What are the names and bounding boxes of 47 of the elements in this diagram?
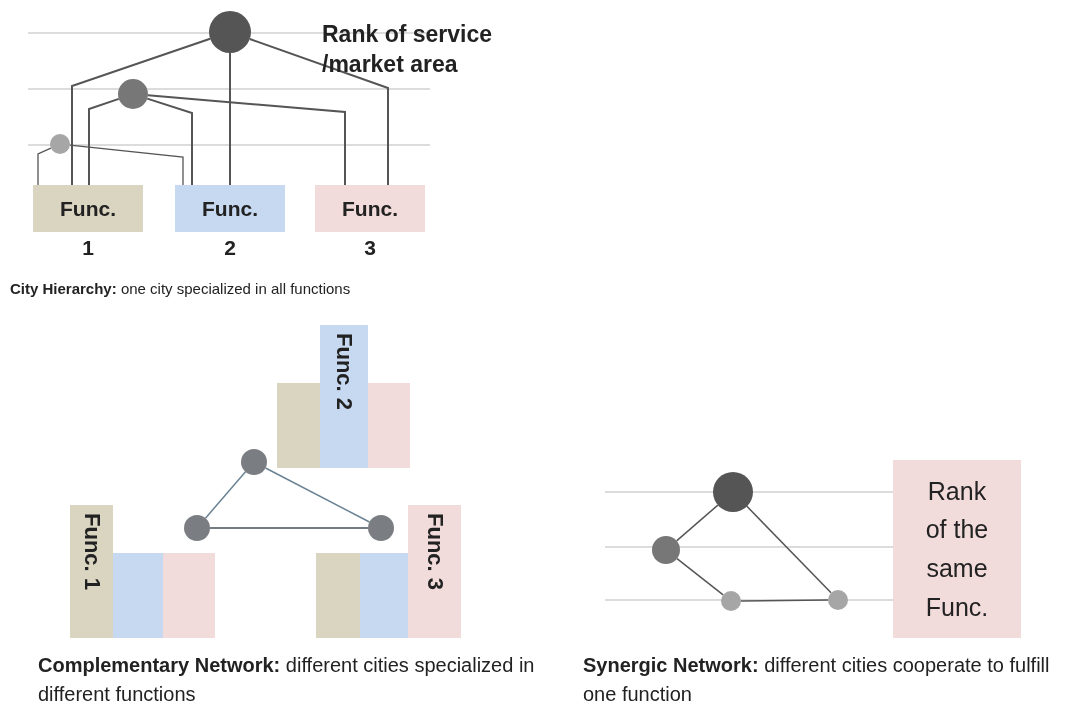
function-box: Func. — [175, 185, 285, 232]
city-circle — [241, 449, 267, 475]
rank-box: Rank of the same Func. — [893, 460, 1021, 638]
city-circle — [713, 472, 753, 512]
connector-line — [88, 97, 120, 186]
city-circle — [50, 134, 70, 154]
connector-line — [229, 52, 231, 186]
city-circle — [368, 515, 394, 541]
city-circle — [184, 515, 210, 541]
connector-line — [37, 147, 52, 186]
city-circle — [652, 536, 680, 564]
bar-label: Func. 3 — [421, 513, 448, 590]
connector-line — [71, 37, 212, 186]
bar-label: Func. 2 — [331, 333, 357, 410]
bar — [408, 505, 461, 638]
bar — [277, 383, 320, 468]
city-circle — [118, 79, 148, 109]
bar — [316, 553, 360, 638]
connector-line — [746, 505, 832, 594]
bar — [70, 505, 113, 638]
city-circle — [721, 591, 741, 611]
connector-line — [209, 527, 369, 529]
function-box: Func. — [315, 185, 425, 232]
function-number: 1 — [81, 236, 95, 260]
bar — [368, 383, 410, 468]
bar — [113, 553, 163, 638]
bar — [320, 325, 368, 468]
connector-line — [740, 599, 829, 602]
caption: Synergic Network: different cities cooperate to fulfill one function — [583, 653, 1051, 707]
connector-line — [146, 94, 346, 186]
city-circle — [209, 11, 251, 53]
connector-line — [248, 38, 389, 186]
caption: City Hierarchy: one city specialized in all functions — [10, 280, 352, 297]
connector-line — [146, 97, 193, 186]
city-circle — [828, 590, 848, 610]
connector-line — [204, 471, 247, 519]
connector-line — [264, 467, 371, 523]
function-number: 3 — [363, 236, 377, 260]
bar — [360, 553, 408, 638]
function-box: Func. — [33, 185, 143, 232]
bar — [163, 553, 215, 638]
axis-title: Rank of service /market area — [322, 20, 494, 79]
function-number: 2 — [223, 236, 237, 260]
bar-label: Func. 1 — [78, 513, 105, 590]
caption: Complementary Network: different cities specialized in different functions — [38, 653, 536, 707]
connector-line — [676, 557, 724, 596]
connector-line — [675, 504, 719, 542]
